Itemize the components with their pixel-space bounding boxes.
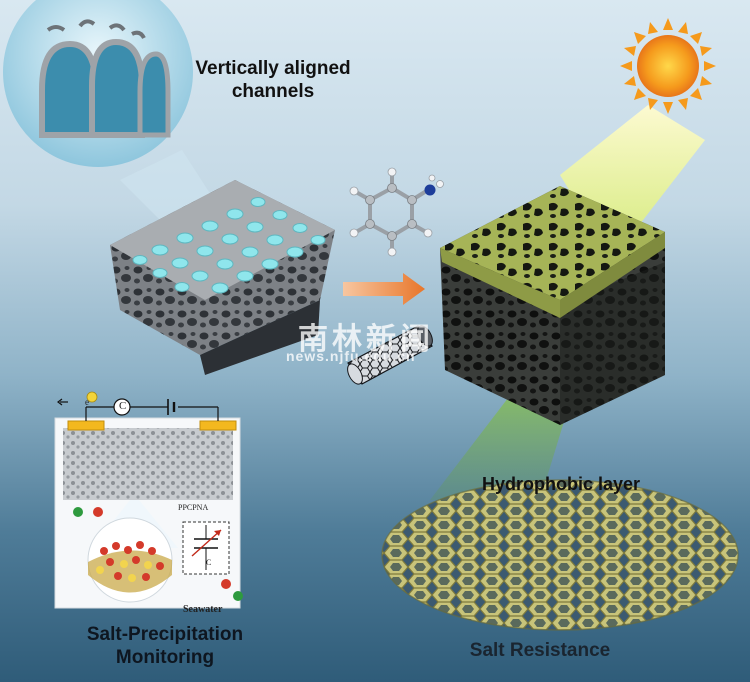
label-seawater: Seawater bbox=[183, 604, 223, 615]
reaction-arrow-icon bbox=[343, 273, 425, 305]
coated-cube-dark bbox=[440, 186, 665, 425]
watermark-url: news.njfu.edu.cn bbox=[286, 348, 416, 364]
porous-cube-grey bbox=[110, 180, 335, 375]
label-capacitor-small: C bbox=[206, 558, 212, 567]
capacitor-symbol-icon bbox=[182, 521, 230, 575]
electrode-left bbox=[67, 420, 105, 431]
ppcpna-membrane bbox=[63, 428, 233, 500]
aniline-molecule-icon bbox=[349, 167, 444, 257]
label-electron: e bbox=[85, 397, 89, 407]
ion-cluster bbox=[96, 541, 164, 582]
label-capacitance: C bbox=[119, 400, 127, 412]
label-vertically-aligned-channels: Vertically aligned channels bbox=[195, 58, 351, 102]
carbon-nanotube-icon bbox=[347, 325, 433, 385]
label-hydrophobic-layer: Hydrophobic layer bbox=[482, 474, 641, 494]
circuit-wire bbox=[57, 398, 219, 421]
label-ppcpna: PPCPNA bbox=[178, 503, 209, 512]
electron-marker bbox=[86, 391, 98, 403]
label-salt-precipitation-monitoring: Salt-Precipitation Monitoring bbox=[86, 624, 244, 668]
sensor-inset-panel bbox=[54, 391, 243, 609]
label-salt-resistance: Salt Resistance bbox=[469, 640, 611, 661]
aligned-channels bbox=[39, 19, 171, 138]
hexagonal-hydrophobic-layer bbox=[381, 479, 739, 631]
electrode-right bbox=[199, 420, 237, 431]
watermark-chinese: 南林新闻 bbox=[298, 322, 434, 357]
ion-legend bbox=[73, 507, 243, 601]
